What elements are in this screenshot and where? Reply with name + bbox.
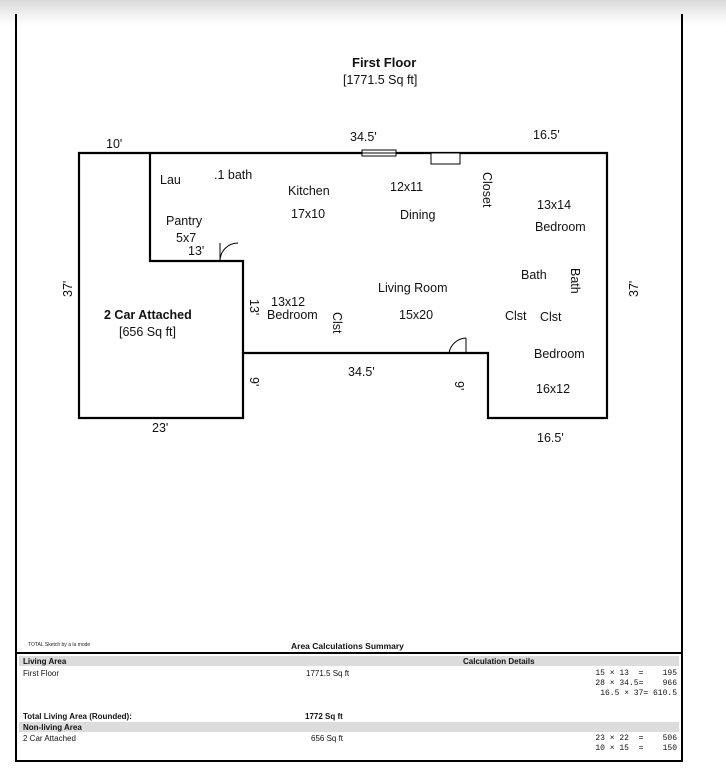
room-dining-size: 12x11 [390,180,424,194]
room-kitchen-size: 17x10 [291,207,326,221]
dim-notch-right: 9' [452,381,466,391]
garage-title: 2 Car Attached [104,308,192,322]
room-closet2: Clst [330,312,344,334]
room-bedroom1-size: 13x14 [537,198,572,212]
dim-bedroom2-side: 13' [247,299,261,316]
room-living-size: 15x20 [399,308,434,322]
garage-label: 2 Car Attached [23,734,76,743]
room-dining: Dining [400,208,436,222]
room-pantry: Pantry [166,214,203,228]
room-kitchen: Kitchen [288,184,330,198]
room-bedroom1: Bedroom [535,220,586,234]
garage-summary-area: 656 Sq ft [311,734,344,743]
room-bedroom2: Bedroom [267,308,318,322]
floor-outline [77,151,609,420]
nonliving-area-band [19,722,679,732]
floor-title: First Floor [352,55,417,70]
top-shadow [0,0,726,26]
dim-right: 37' [627,280,641,297]
room-bath: Bath [521,268,547,282]
living-area-band [19,656,679,666]
garage-wall [148,153,245,353]
room-bath-vertical: Bath [568,268,582,294]
first-floor-calc-3: 16.5 × 37= 610.5 [600,689,677,698]
first-floor-calc-2: 28 × 34.5= 966 [595,679,677,688]
calc-details-header: Calculation Details [463,657,535,666]
room-living: Living Room [378,281,448,295]
floor-plan-drawing [77,149,609,420]
dim-notch-left: 9' [247,377,261,387]
living-area-header: Living Area [23,657,67,666]
dim-bottom-middle: 34.5' [348,365,375,379]
garage-area: [656 Sq ft] [119,325,176,339]
garage-calc-1: 23 × 22 = 506 [595,734,677,743]
floor-area: [1771.5 Sq ft] [343,73,418,87]
room-bedroom2-size: 13x12 [271,295,306,309]
room-closet4: Clst [540,310,562,324]
first-floor-label: First Floor [23,669,59,678]
dim-garage-top: 10' [106,137,123,151]
nonliving-area-header: Non-living Area [23,723,82,732]
page-frame [15,14,683,762]
room-bedroom3-size: 16x12 [536,382,571,396]
dim-bottom-right: 16.5' [537,431,564,445]
first-floor-area: 1771.5 Sq ft [306,669,350,678]
vent-top [430,152,461,165]
dim-left: 37' [61,280,75,297]
room-closet: Closet [480,172,494,208]
summary-title: Area Calculations Summary [291,641,404,651]
room-bedroom3: Bedroom [534,347,585,361]
door-swing-pantry [219,242,239,262]
room-closet3: Clst [505,309,527,323]
dim-top: 34.5' [350,130,377,144]
dim-pantry-width: 13' [188,244,205,258]
first-floor-calc-1: 15 × 13 = 195 [595,669,677,678]
room-half-bath: .1 bath [214,168,253,182]
dim-garage-bottom: 23' [152,421,169,435]
room-laundry: Lau [160,173,181,187]
total-living-value: 1772 Sq ft [305,712,343,721]
sketch-credit: TOTAL Sketch by a la mode [28,642,91,648]
door-swing-living [448,337,467,354]
area-summary-table: Living Area Calculation Details First Fl… [17,652,681,760]
total-living-label: Total Living Area (Rounded): [23,712,132,721]
room-pantry-size: 5x7 [176,231,197,245]
dim-top-right: 16.5' [533,128,560,142]
garage-calc-2: 10 × 15 = 150 [595,744,677,753]
